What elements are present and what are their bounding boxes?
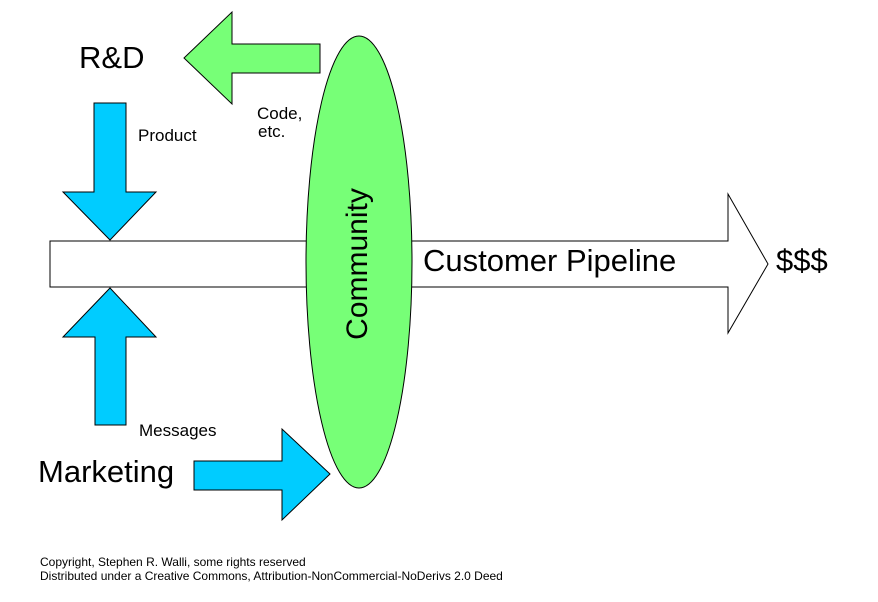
marketing-label: Marketing — [38, 454, 175, 489]
code-label-line1: Code, — [257, 104, 303, 123]
pipeline-label: Customer Pipeline — [423, 243, 677, 278]
code-arrow — [183, 10, 321, 106]
community-ellipse — [305, 35, 413, 489]
product-label: Product — [138, 126, 197, 145]
messages-label: Messages — [139, 421, 217, 440]
copyright-line: Copyright, Stephen R. Walli, some rights… — [40, 555, 306, 569]
marketing-to-community-arrow — [193, 427, 331, 522]
money-label: $$$ — [776, 243, 828, 278]
messages-arrow — [61, 287, 158, 426]
community-label: Community — [341, 188, 374, 340]
rd-label: R&D — [79, 40, 145, 75]
code-label-line2: etc. — [258, 122, 286, 141]
product-arrow — [61, 102, 158, 241]
license-line: Distributed under a Creative Commons, At… — [40, 569, 503, 583]
